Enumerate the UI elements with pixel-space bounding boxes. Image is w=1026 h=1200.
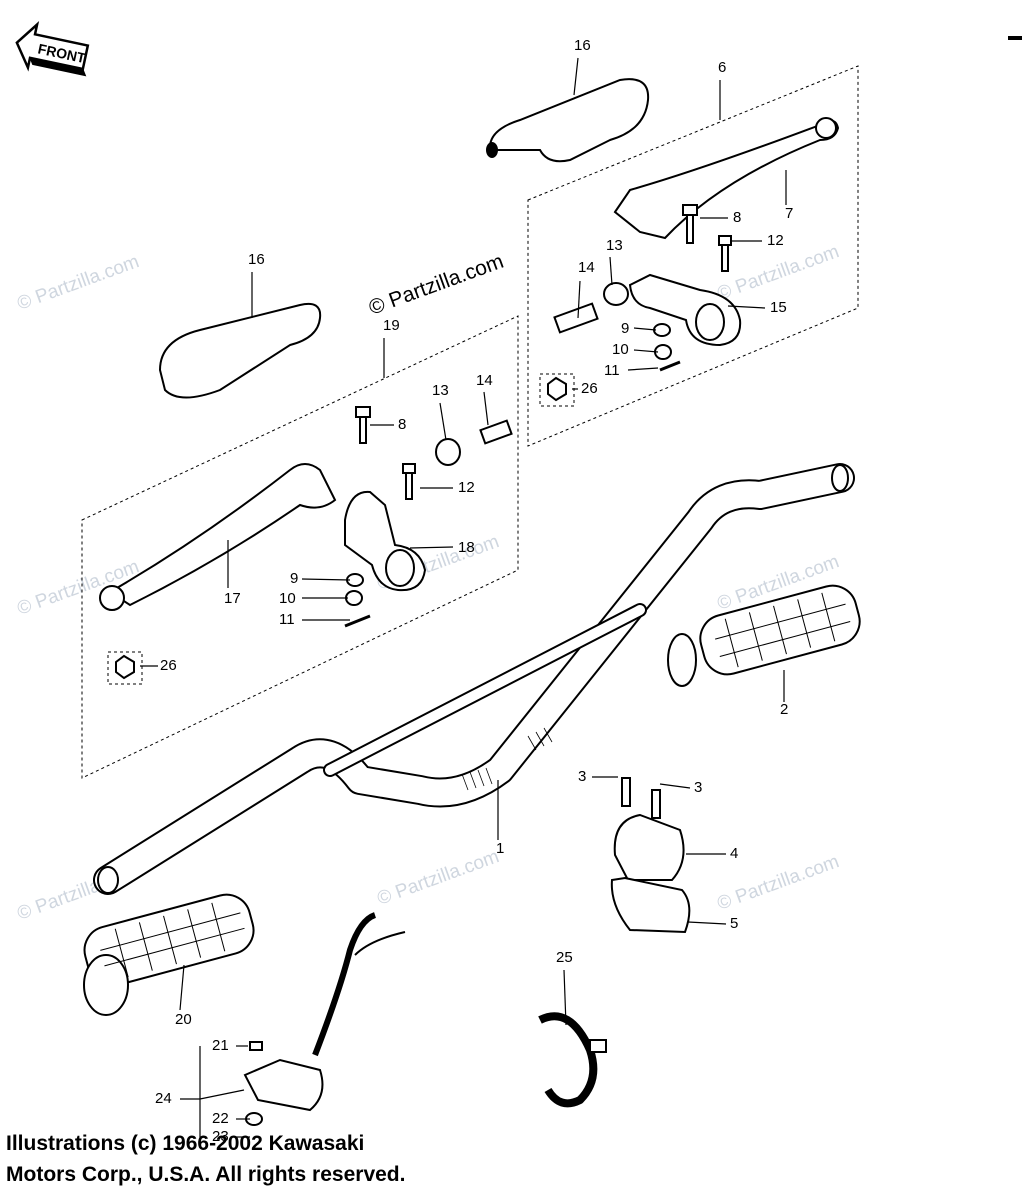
copyright-notice: Illustrations (c) 1966-2002 Kawasaki Mot… (6, 1128, 405, 1190)
callout-label-13: 13 (432, 382, 449, 399)
lever-guard-left (158, 302, 322, 399)
callout-label-22: 22 (212, 1110, 229, 1127)
callout-label-23: 23 (212, 1128, 229, 1145)
callout-label-16: 16 (248, 251, 265, 268)
callout-leader-25 (563, 969, 567, 1026)
callout-leader-3 (659, 783, 691, 789)
callout-label-26: 26 (581, 380, 598, 397)
callout-leader-15 (727, 305, 766, 309)
callout-label-14: 14 (578, 259, 595, 276)
callout-label-18: 18 (458, 539, 475, 556)
hardware (107, 204, 732, 1140)
left-bracket (344, 490, 427, 592)
throttle-grip (667, 584, 861, 687)
callout-leader-16 (573, 57, 579, 96)
callout-label-20: 20 (175, 1011, 192, 1028)
left-lever (99, 463, 337, 611)
callout-leader-18 (409, 546, 454, 549)
lever-guard-top (486, 78, 650, 163)
callout-label-25: 25 (556, 949, 573, 966)
callout-label-17: 17 (224, 590, 241, 607)
callout-label-24: 24 (155, 1090, 172, 1107)
callout-label-2: 2 (780, 701, 788, 718)
callout-label-3: 3 (694, 779, 702, 796)
callout-label-21: 21 (212, 1037, 229, 1054)
front-arrow-badge: FRONT (15, 21, 90, 77)
left-grip (83, 893, 255, 1016)
callout-leader-9 (633, 327, 657, 331)
callout-label-10: 10 (612, 341, 629, 358)
callout-label-12: 12 (767, 232, 784, 249)
callout-label-1: 1 (496, 840, 504, 857)
callout-layer: 1661619781213141591011261314812181791011… (140, 37, 793, 1145)
callout-leader-10 (633, 349, 659, 353)
left-lever-assembly-box (81, 315, 519, 779)
callout-label-8: 8 (398, 416, 406, 433)
callout-label-4: 4 (730, 845, 738, 862)
handlebar (93, 463, 855, 895)
callout-label-11: 11 (279, 611, 295, 628)
callout-leader-14 (577, 280, 581, 319)
watermark-text: © Partzilla.com (375, 846, 502, 910)
copyright-line-1: Illustrations (c) 1966-2002 Kawasaki (6, 1132, 365, 1155)
callout-label-3: 3 (578, 768, 586, 785)
callout-leader-5 (687, 921, 727, 925)
callout-label-9: 9 (290, 570, 298, 587)
callout-label-16: 16 (574, 37, 591, 54)
watermark-text: © Partzilla.com (15, 251, 142, 315)
watermark-text: © Partzilla.com (715, 241, 842, 305)
callout-label-13: 13 (606, 237, 623, 254)
callout-leader-13 (609, 256, 613, 286)
edge-mark (1008, 36, 1022, 40)
callout-leader-11 (627, 367, 659, 371)
callout-label-8: 8 (733, 209, 741, 226)
callout-label-9: 9 (621, 320, 629, 337)
callout-label-12: 12 (458, 479, 475, 496)
callout-label-15: 15 (770, 299, 787, 316)
callout-label-11: 11 (604, 362, 620, 379)
callout-label-10: 10 (279, 590, 296, 607)
callout-leader-20 (179, 964, 185, 1011)
copyright-line-2: Motors Corp., U.S.A. All rights reserved… (6, 1163, 406, 1186)
right-bracket (628, 273, 742, 347)
callout-label-6: 6 (718, 59, 726, 76)
callout-label-14: 14 (476, 372, 493, 389)
callout-leader-14 (483, 391, 489, 426)
callout-label-19: 19 (383, 317, 400, 334)
callout-label-5: 5 (730, 915, 738, 932)
callout-leader-13 (439, 402, 447, 441)
callout-leader-9 (301, 578, 351, 581)
center-watermark-text: © Partzilla.com (366, 250, 507, 320)
right-lever (613, 117, 840, 240)
callout-label-26: 26 (160, 657, 177, 674)
callout-label-7: 7 (785, 205, 793, 222)
